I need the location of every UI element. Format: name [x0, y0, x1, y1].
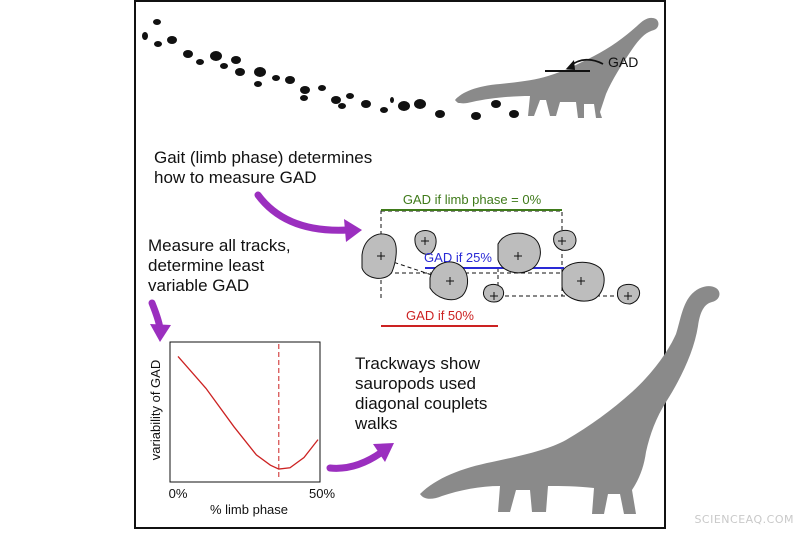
watermark: SCIENCEAQ.COM: [694, 513, 794, 526]
caption-trackways: Trackways show sauropods used diagonal c…: [355, 354, 487, 434]
caption-line: how to measure GAD: [154, 168, 317, 187]
footprint: [380, 107, 388, 113]
caption-line: diagonal couplets: [355, 394, 488, 413]
footprint: [300, 86, 310, 94]
caption-gait: Gait (limb phase) determines how to meas…: [154, 148, 372, 188]
footprint: [414, 99, 426, 109]
large-sauropod-silhouette: [420, 286, 720, 514]
footprint: [300, 95, 308, 101]
gad-phase25-label: GAD if 25%: [424, 250, 492, 265]
track-print: [617, 283, 641, 305]
footprint: [509, 110, 519, 118]
gad-phase50-label: GAD if 50%: [406, 308, 474, 323]
footprint: [491, 100, 501, 108]
track-print: [414, 230, 437, 255]
gad-callout-label: GAD: [608, 54, 639, 70]
footprint: [167, 36, 177, 44]
chart-xlabel: % limb phase: [210, 502, 288, 517]
footprint: [272, 75, 280, 81]
footprint: [231, 56, 241, 64]
caption-line: Trackways show: [355, 354, 481, 373]
footprint: [235, 68, 245, 76]
gad-variability-chart: 0% 50% % limb phase variability of GAD: [148, 341, 335, 517]
footprint: [254, 67, 266, 77]
footprint: [390, 97, 394, 103]
footprint: [338, 103, 346, 109]
caption-line: Gait (limb phase) determines: [154, 148, 373, 167]
gad-phase0-label: GAD if limb phase = 0%: [403, 192, 542, 207]
footprint: [142, 32, 148, 40]
footprint: [183, 50, 193, 58]
footprint: [196, 59, 204, 65]
caption-line: sauropods used: [355, 374, 476, 393]
footprint: [285, 76, 295, 84]
caption-line: Measure all tracks,: [148, 236, 291, 255]
footprint: [346, 93, 354, 99]
chart-ylabel: variability of GAD: [148, 360, 163, 460]
footprint: [361, 100, 371, 108]
footprint: [398, 101, 410, 111]
small-sauropod-silhouette: [455, 17, 659, 119]
gad-schematic: GAD if limb phase = 0% GAD if 25% GAD if…: [361, 192, 641, 327]
footprint: [153, 19, 161, 25]
footprint: [220, 63, 228, 69]
caption-measure: Measure all tracks, determine least vari…: [148, 236, 291, 296]
footprint: [154, 41, 162, 47]
footprint: [254, 81, 262, 87]
chart-plot-area: [169, 341, 321, 483]
arrow-to-measurement: [254, 191, 352, 234]
chart-x-tick-label: 0%: [169, 486, 188, 501]
sauropod-trackway: [142, 19, 519, 120]
chart-series-line: [177, 355, 319, 470]
footprint: [471, 112, 481, 120]
track-print: [497, 232, 541, 274]
footprint: [331, 96, 341, 104]
caption-line: variable GAD: [148, 276, 250, 295]
caption-line: walks: [355, 414, 398, 433]
footprint: [210, 51, 222, 61]
caption-line: determine least: [148, 256, 265, 275]
figure-border: [134, 0, 666, 529]
arrow-to-conclusion: [326, 448, 386, 472]
track-print: [553, 229, 577, 251]
footprint: [435, 110, 445, 118]
track-print: [561, 261, 605, 302]
chart-x-tick-label: 50%: [309, 486, 335, 501]
footprint: [318, 85, 326, 91]
